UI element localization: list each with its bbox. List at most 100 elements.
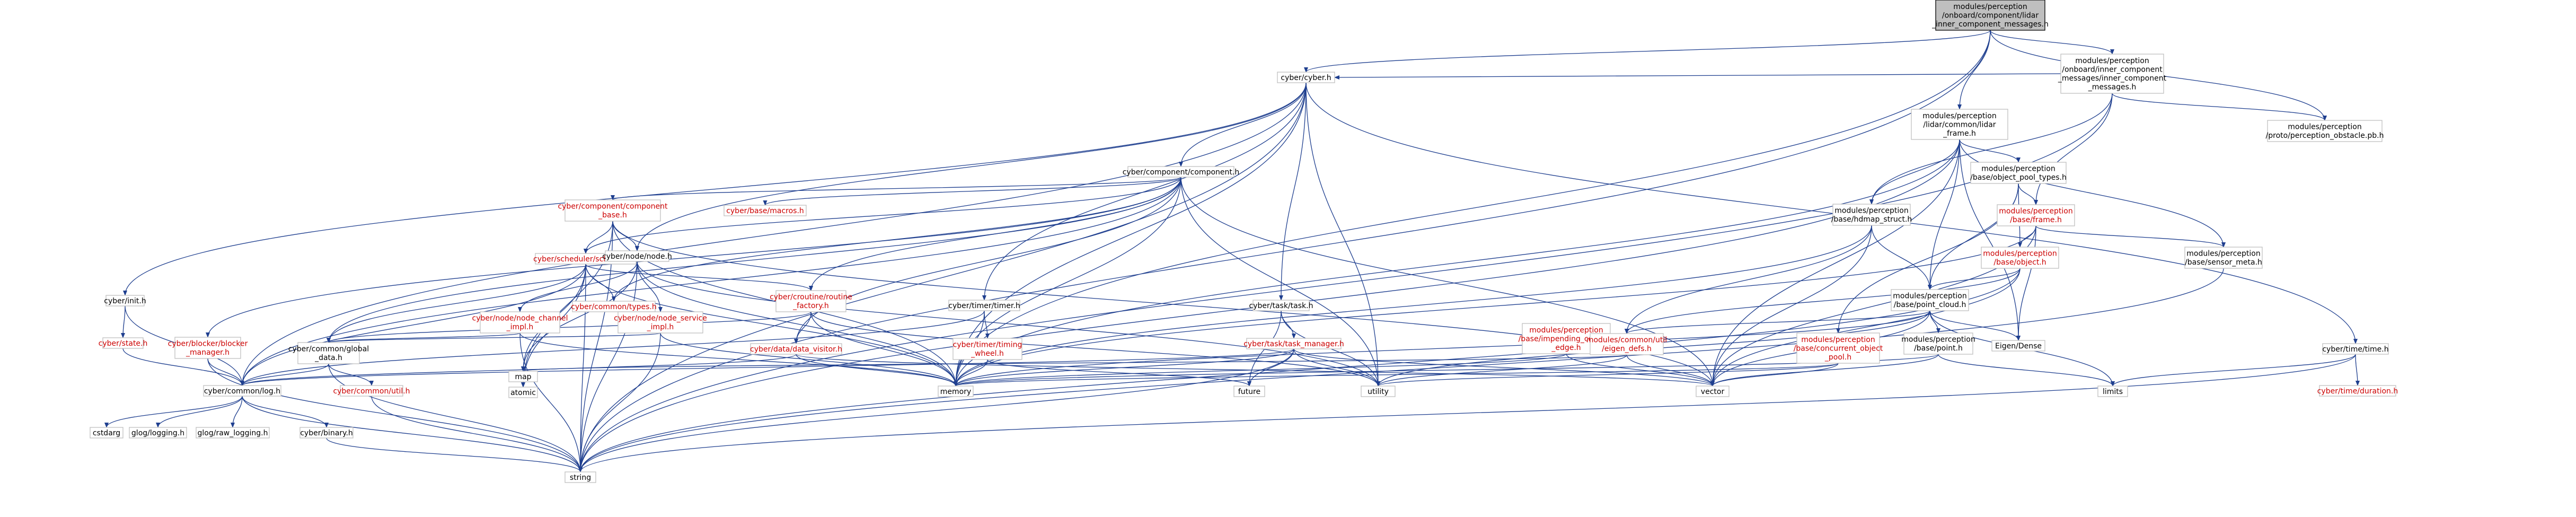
- node-string[interactable]: string: [564, 471, 596, 483]
- edge-point-cloud-to-eigen-dense: [1929, 310, 2021, 341]
- node-label-line: cyber/task/task.h: [1249, 302, 1313, 310]
- node-macros[interactable]: cyber/base/macros.h: [724, 205, 807, 216]
- edge-time-h-to-duration: [2355, 354, 2360, 386]
- node-comp-base[interactable]: cyber/component/component_base.h: [558, 199, 668, 222]
- edge-lidar-frame-to-obj-pool-types: [1959, 139, 2021, 163]
- edge-cyber-to-timer: [982, 82, 1307, 301]
- edge-scheduler-to-log: [240, 264, 586, 386]
- node-label-line: cyber/component/component.h: [1123, 168, 1239, 177]
- edge-hdmap-to-point-cloud: [1871, 225, 1932, 290]
- node-eigen-dense[interactable]: Eigen/Dense: [1991, 340, 2045, 352]
- node-label-line: glog/logging.h: [131, 429, 184, 437]
- node-box: [1696, 385, 1730, 397]
- node-binary[interactable]: cyber/binary.h: [299, 427, 354, 439]
- node-onb-inner[interactable]: modules/perception/onboard/inner_compone…: [2058, 54, 2167, 94]
- node-label-line: /base/frame.h: [2010, 216, 2062, 224]
- edge-task-to-task-manager: [1281, 310, 1296, 339]
- node-time-h[interactable]: cyber/time/time.h: [2322, 343, 2389, 355]
- node-obstacle-pb[interactable]: modules/perception/proto/perception_obst…: [2266, 120, 2384, 142]
- node-atomic[interactable]: atomic: [508, 387, 538, 398]
- edge-scheduler-to-global-data: [327, 264, 586, 343]
- node-label-line: cyber/common/util.h: [333, 387, 410, 396]
- node-log[interactable]: cyber/common/log.h: [203, 385, 281, 397]
- node-box: [129, 427, 187, 439]
- node-concurrent-pool[interactable]: modules/perception/base/concurrent_objec…: [1794, 332, 1883, 364]
- node-util[interactable]: cyber/common/util.h: [333, 385, 410, 397]
- node-component[interactable]: cyber/component/component.h: [1123, 166, 1239, 178]
- node-eigen-defs[interactable]: modules/common/util/eigen_defs.h: [1586, 333, 1667, 355]
- node-label-line: /lidar/common/lidar: [1923, 120, 1996, 129]
- node-box: [2060, 54, 2164, 94]
- edge-base-frame-to-memory: [954, 225, 2036, 387]
- node-box: [952, 338, 1022, 360]
- edge-log-to-cstdarg: [104, 396, 243, 428]
- node-global-data[interactable]: cyber/common/global_data.h: [288, 342, 369, 364]
- edge-base-object-to-point-cloud: [1928, 268, 2021, 290]
- node-label-line: cyber/blocker/blocker: [168, 340, 248, 348]
- edge-global-data-to-util: [328, 363, 374, 386]
- node-label-line: /eigen_defs.h: [1602, 345, 1652, 353]
- node-box: [1935, 0, 2045, 31]
- node-state[interactable]: cyber/state.h: [99, 337, 148, 349]
- node-sensor-meta[interactable]: modules/perception/base/sensor_meta.h: [2184, 247, 2263, 269]
- node-task[interactable]: cyber/task/task.h: [1249, 300, 1313, 311]
- node-blocker-mgr[interactable]: cyber/blocker/blocker_manager.h: [168, 337, 248, 359]
- edge-root-to-lidar-frame: [1957, 30, 1991, 110]
- node-data-visitor[interactable]: cyber/data/data_visitor.h: [750, 343, 842, 355]
- node-label-line: glog/raw_logging.h: [198, 429, 268, 437]
- node-label-line: cyber/data/data_visitor.h: [750, 345, 842, 354]
- node-limits[interactable]: limits: [2097, 385, 2128, 397]
- edge-eigen-defs-to-utility: [1376, 354, 1627, 387]
- edge-cyber-to-memory: [954, 82, 1307, 387]
- edge-concurrent-pool-to-memory: [954, 363, 1839, 387]
- node-label-line: limits: [2103, 388, 2123, 396]
- node-label-line: vector: [1701, 388, 1725, 396]
- edge-component-to-scheduler: [584, 177, 1181, 254]
- node-service-impl[interactable]: cyber/node/node_service_impl.h: [614, 311, 707, 334]
- node-label-line: modules/common/util: [1586, 336, 1667, 345]
- node-channel-impl[interactable]: cyber/node/node_channel_impl.h: [472, 311, 568, 334]
- node-box: [2267, 120, 2383, 142]
- node-box: [1590, 333, 1664, 355]
- node-node[interactable]: cyber/node/node.h: [602, 250, 672, 262]
- node-task-manager[interactable]: cyber/task/task_manager.h: [1243, 338, 1344, 349]
- node-timer[interactable]: cyber/timer/timer.h: [948, 300, 1020, 311]
- node-lidar-frame[interactable]: modules/perception/lidar/common/lidar_fr…: [1911, 109, 2008, 140]
- node-cstdarg[interactable]: cstdarg: [90, 427, 123, 439]
- node-cyber[interactable]: cyber/cyber.h: [1277, 72, 1335, 83]
- node-label-line: cyber/init.h: [104, 297, 146, 305]
- node-label-line: cyber/common/log.h: [204, 387, 280, 396]
- node-box: [750, 343, 842, 355]
- node-base-frame[interactable]: modules/perception/base/frame.h: [1997, 204, 2075, 226]
- node-base-point[interactable]: modules/perception/base/point.h: [1901, 332, 1975, 355]
- node-duration[interactable]: cyber/time/duration.h: [2317, 385, 2398, 397]
- node-obj-pool-types[interactable]: modules/perception/base/object_pool_type…: [1970, 162, 2067, 184]
- edge-concurrent-pool-to-utility: [1376, 363, 1839, 387]
- node-glog[interactable]: glog/logging.h: [129, 427, 187, 439]
- node-map[interactable]: map: [508, 371, 538, 382]
- edge-base-object-to-eigen-defs: [1625, 268, 2021, 334]
- node-types[interactable]: cyber/common/types.h: [571, 301, 657, 312]
- edge-base-frame-to-sensor-meta: [2035, 225, 2226, 248]
- node-init[interactable]: cyber/init.h: [104, 295, 146, 306]
- node-timing-wheel[interactable]: cyber/timer/timing_wheel.h: [952, 338, 1022, 360]
- node-box: [1832, 204, 1911, 226]
- node-root[interactable]: modules/perception/onboard/component/lid…: [1931, 0, 2049, 31]
- edge-channel-impl-to-global-data: [327, 332, 521, 343]
- edge-task-manager-to-string: [578, 348, 1294, 472]
- edge-lidar-frame-to-eigen-dense: [1959, 139, 2021, 341]
- node-utility[interactable]: utility: [1361, 385, 1396, 397]
- node-vector[interactable]: vector: [1696, 385, 1730, 397]
- node-box: [775, 290, 846, 312]
- node-box: [508, 371, 538, 382]
- node-point-cloud[interactable]: modules/perception/base/point_cloud.h: [1891, 289, 1969, 311]
- node-base-object[interactable]: modules/perception/base/object.h: [1981, 247, 2059, 269]
- node-label-line: cyber/time/time.h: [2322, 345, 2388, 354]
- node-routine-factory[interactable]: cyber/croutine/routine_factory.h: [770, 290, 852, 312]
- node-future[interactable]: future: [1233, 385, 1265, 397]
- node-memory[interactable]: memory: [938, 385, 974, 397]
- node-hdmap[interactable]: modules/perception/base/hdmap_struct.h: [1831, 204, 1912, 226]
- edge-component-to-global-data: [327, 177, 1181, 343]
- node-box: [1997, 204, 2075, 226]
- node-glog-raw[interactable]: glog/raw_logging.h: [196, 427, 270, 439]
